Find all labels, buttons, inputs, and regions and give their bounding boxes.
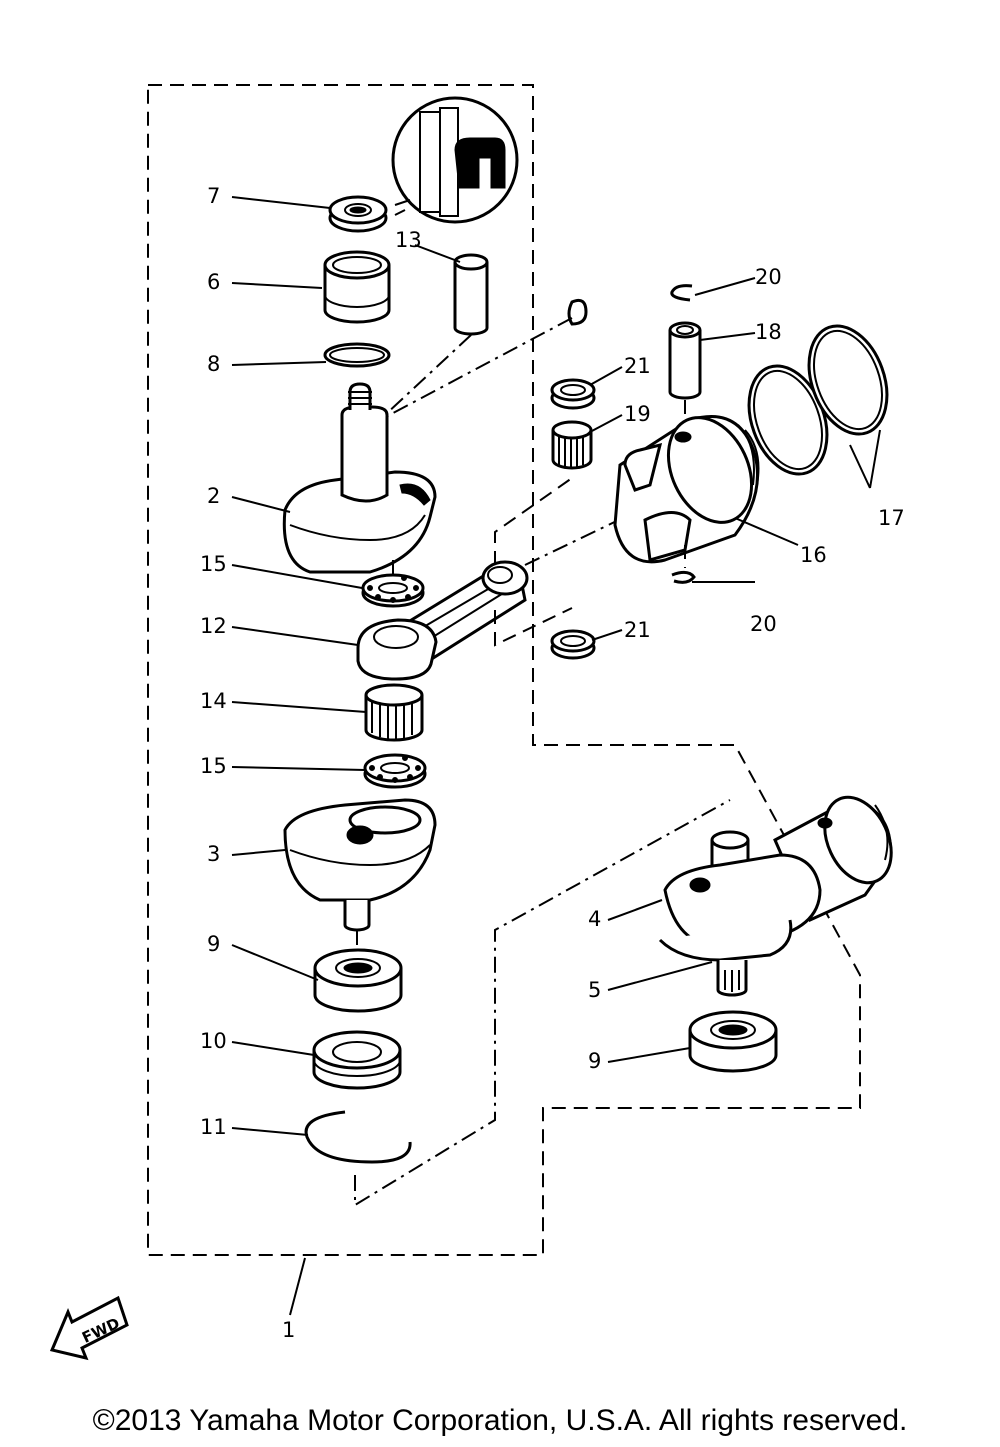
- leader-1: [289, 1257, 306, 1316]
- callout-21-lower: 21: [624, 618, 651, 642]
- piston-rings: [747, 324, 889, 476]
- callout-14: 14: [200, 689, 227, 713]
- callout-7: 7: [207, 184, 221, 208]
- upper-crankshaft: [282, 382, 437, 574]
- snap-ring: [304, 1110, 412, 1164]
- alignment-line-key: [379, 317, 573, 421]
- thrust-washer-lower: [550, 629, 596, 660]
- copyright-notice: ©2013 Yamaha Motor Corporation, U.S.A. A…: [92, 1404, 908, 1437]
- lower-crankshaft: [283, 798, 437, 932]
- callout-11: 11: [200, 1115, 227, 1139]
- callout-15-lower: 15: [200, 754, 227, 778]
- callout-3: 3: [207, 842, 221, 866]
- detail-circle: [391, 96, 519, 224]
- callout-6: 6: [207, 270, 221, 294]
- thrust-washer-upper: [550, 378, 596, 410]
- circlip-lower: [671, 570, 696, 584]
- crankshaft-assembly: [658, 795, 893, 997]
- callout-17: 17: [878, 506, 905, 530]
- callout-20-lower: 20: [750, 612, 777, 636]
- callout-20-upper: 20: [755, 265, 782, 289]
- callout-2: 2: [207, 484, 221, 508]
- callout-1: 1: [282, 1318, 296, 1342]
- ball-bearing-upper: [361, 573, 425, 608]
- ball-bearing-lower: [363, 753, 427, 789]
- connecting-rod: [356, 560, 529, 681]
- rod-to-piston-line: [494, 477, 573, 565]
- callout-5: 5: [588, 978, 602, 1002]
- callout-4: 4: [588, 907, 602, 931]
- rod-to-washer-line: [494, 607, 573, 647]
- callout-12: 12: [200, 614, 227, 638]
- callout-8: 8: [207, 352, 221, 376]
- needle-bearing: [364, 683, 424, 742]
- callout-15-upper: 15: [200, 552, 227, 576]
- fwd-arrow-icon: FWD: [49, 1295, 129, 1361]
- circlip-upper: [670, 284, 693, 302]
- piston-pin: [668, 321, 702, 400]
- leader-lines: [231, 196, 881, 1136]
- oil-seal-top: [328, 195, 388, 233]
- piston: [613, 415, 760, 564]
- main-bearing-left: [313, 948, 403, 1013]
- lower-oil-seal: [312, 1030, 402, 1090]
- callout-9-left: 9: [207, 932, 221, 956]
- alignment-line-lower: [354, 799, 731, 1207]
- callout-9-right: 9: [588, 1049, 602, 1073]
- callout-16: 16: [800, 543, 827, 567]
- crank-pin: [453, 253, 489, 336]
- woodruff-key: [567, 298, 588, 326]
- callout-19: 19: [624, 402, 651, 426]
- needle-bearing-small: [551, 420, 593, 470]
- main-bearing-right: [688, 1010, 778, 1073]
- callout-21-upper: 21: [624, 354, 651, 378]
- callout-18: 18: [755, 320, 782, 344]
- callout-13: 13: [395, 228, 422, 252]
- callout-10: 10: [200, 1029, 227, 1053]
- assembly-boundary: [147, 84, 861, 1256]
- bushing-sleeve: [323, 250, 391, 324]
